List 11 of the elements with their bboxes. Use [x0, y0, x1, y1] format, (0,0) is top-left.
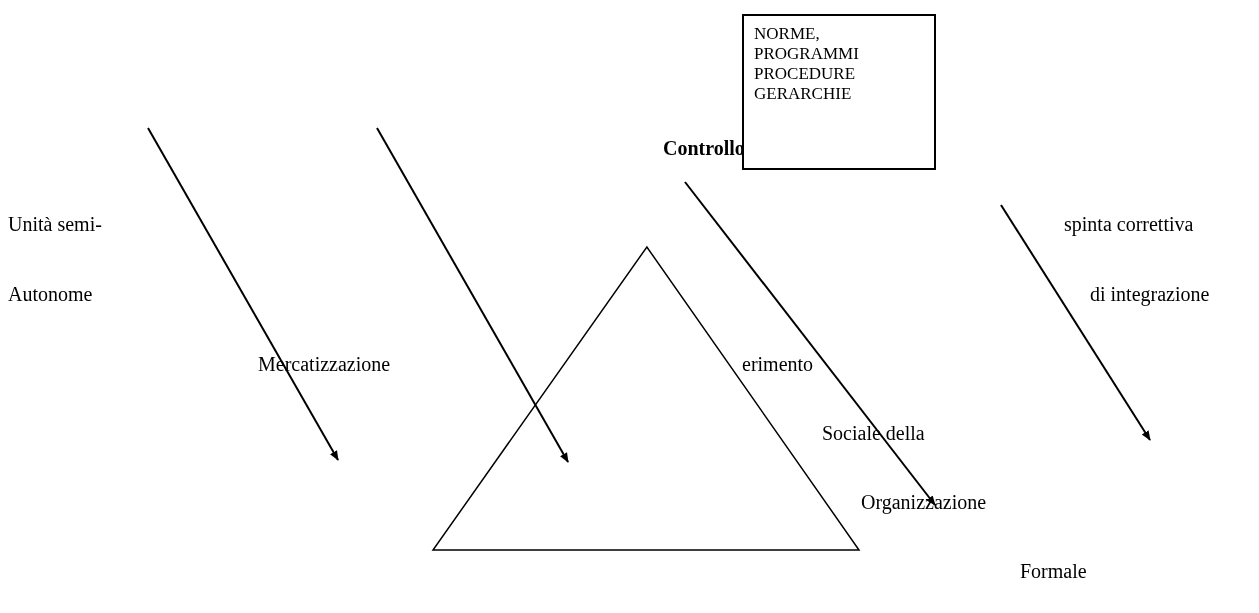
text-label: Formale — [1020, 559, 1087, 583]
text-label: Sociale della — [822, 421, 925, 445]
text-box — [742, 14, 936, 170]
text-label: erimento — [742, 352, 814, 376]
text-label: di integrazione — [1090, 282, 1210, 306]
text-label: Organizzazione — [861, 490, 987, 514]
text-label: Unità semi- — [8, 212, 102, 236]
heading-label: Controllo — [663, 136, 745, 160]
text-label: spinta correttiva — [1064, 212, 1194, 236]
box-text: NORME, PROGRAMMI PROCEDURE GERARCHIE — [754, 24, 860, 104]
text-label: Autonome — [8, 282, 93, 306]
